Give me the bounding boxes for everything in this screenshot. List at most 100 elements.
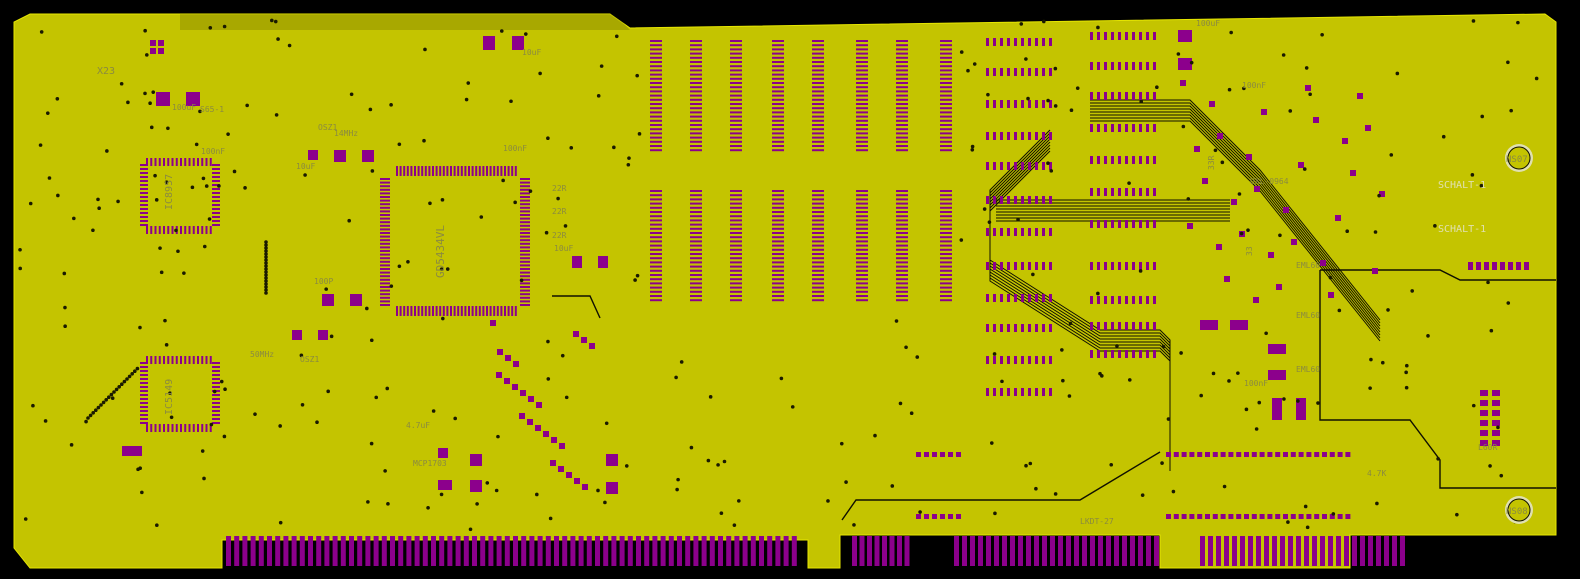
edge-connector-finger — [258, 536, 264, 566]
edge-connector-finger — [726, 536, 732, 566]
memory-chip-pin — [940, 103, 952, 105]
header-pin — [1220, 452, 1226, 457]
soic-pin — [1007, 132, 1010, 140]
soic-pin — [1097, 322, 1100, 330]
via — [222, 24, 227, 29]
memory-chip-pin — [856, 145, 868, 147]
soic-pin — [1090, 220, 1093, 228]
qfp-pin — [140, 418, 148, 420]
smd-pad — [1216, 244, 1222, 250]
qfp-pin — [212, 192, 220, 194]
svg-text:NS07: NS07 — [1506, 155, 1528, 165]
via — [69, 443, 74, 447]
smd-pad — [1468, 262, 1473, 270]
memory-chip-pin — [856, 202, 868, 205]
edge-connector-finger — [537, 536, 543, 566]
memory-chip-pin — [812, 190, 824, 192]
memory-chip-pin — [812, 48, 824, 51]
smd-pad — [1492, 440, 1500, 446]
memory-chip-pin — [940, 115, 952, 118]
via — [163, 318, 167, 323]
via — [194, 142, 199, 147]
soic-pin — [1049, 196, 1052, 204]
memory-chip-pin — [690, 40, 702, 42]
qfp-pin — [475, 306, 478, 316]
qfp-pin — [414, 166, 416, 176]
bus-trace — [1090, 105, 1381, 327]
memory-chip-pin — [856, 295, 868, 297]
qfp-pin — [140, 406, 148, 408]
memory-chip-pin — [940, 56, 952, 59]
edge-connector-finger — [791, 536, 797, 566]
header-pin — [1244, 452, 1249, 457]
via — [898, 401, 903, 406]
soic-pin — [993, 132, 996, 140]
soic-pin — [1042, 162, 1045, 170]
via — [1049, 169, 1054, 173]
memory-chip-pin — [896, 295, 908, 297]
qfp-pin — [380, 253, 390, 256]
qfp-pin — [514, 306, 517, 316]
qfp-pin — [212, 164, 220, 166]
qfp-pin — [520, 224, 530, 227]
via — [264, 240, 268, 244]
smd-pad — [572, 256, 582, 268]
via — [1127, 181, 1131, 185]
qfp-pin — [140, 390, 148, 392]
smd-pad — [512, 384, 518, 390]
memory-chip-pin — [650, 107, 662, 110]
qfp-pin — [212, 398, 220, 400]
via — [114, 387, 119, 392]
memory-chip-pin — [812, 261, 824, 264]
soic-pin — [986, 388, 989, 396]
smd-pad — [1224, 276, 1230, 282]
memory-chip-pin — [940, 232, 952, 234]
qfp-pin — [180, 356, 182, 364]
soic-pin — [1090, 62, 1093, 70]
memory-chip-pin — [812, 65, 824, 68]
smd-pad — [551, 437, 557, 443]
via — [1470, 173, 1475, 177]
memory-chip-pin — [940, 236, 952, 239]
qfp-pin — [140, 386, 148, 388]
qfp-pin — [520, 228, 530, 231]
qfp-pin — [511, 166, 514, 176]
qfp-pin — [212, 422, 220, 424]
via — [219, 379, 224, 384]
memory-chip-pin — [940, 145, 952, 147]
via — [116, 199, 120, 204]
memory-chip-pin — [650, 69, 662, 72]
smd-pad — [1365, 125, 1371, 131]
smd-pad — [1492, 390, 1500, 396]
soic-pin — [1097, 350, 1100, 358]
via — [596, 94, 601, 98]
memory-chip-pin — [896, 265, 908, 268]
memory-chip-pin — [940, 119, 952, 122]
qfp-pin — [380, 199, 390, 202]
memory-chip-pin — [690, 73, 702, 76]
qfp-pin — [212, 386, 220, 388]
label-100uf-mid: 100uF — [172, 103, 196, 112]
via — [222, 434, 227, 439]
header-pin — [1244, 514, 1249, 519]
qfp-pin — [188, 158, 191, 166]
edge-connector-finger — [554, 536, 559, 566]
via — [155, 523, 159, 527]
qfp-pin — [140, 164, 148, 166]
memory-chip-pin — [812, 290, 824, 293]
via — [627, 156, 631, 160]
memory-chip-pin — [650, 111, 662, 114]
edge-connector-finger — [1042, 536, 1047, 566]
via — [1303, 504, 1308, 509]
via — [226, 132, 230, 136]
memory-chip-pin — [856, 140, 868, 143]
label-4-7k: 4.7K — [1367, 469, 1386, 478]
soic-pin — [993, 262, 996, 270]
edge-connector-finger — [365, 536, 371, 566]
qfp-pin — [428, 166, 431, 176]
via — [1328, 275, 1333, 280]
qfp-pin — [212, 204, 220, 206]
soic-pin — [1111, 156, 1114, 164]
memory-chip-pin — [772, 132, 784, 135]
edge-connector-finger — [1130, 536, 1135, 566]
